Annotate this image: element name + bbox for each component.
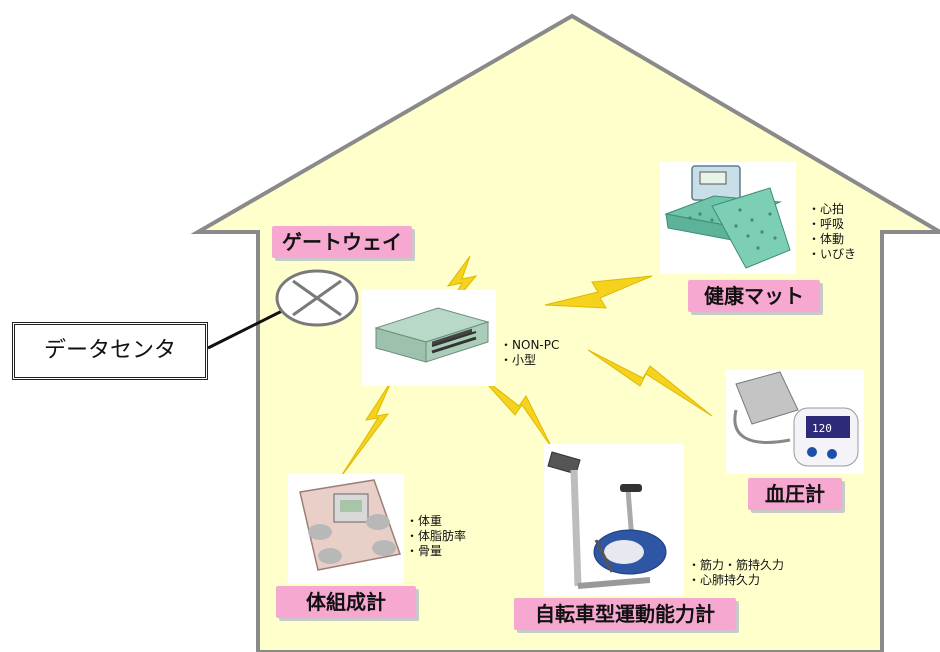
exercise-bike-label: 自転車型運動能力計 xyxy=(514,598,736,630)
exercise-bike-image xyxy=(544,444,684,596)
body-composition-scale-image xyxy=(288,474,404,584)
svg-text:120: 120 xyxy=(812,422,832,435)
blood-pressure-label: 血圧計 xyxy=(748,478,842,510)
feature-item: 体動 xyxy=(808,232,856,247)
body-composition-feature-list: 体重 体脂肪率 骨量 xyxy=(406,514,466,559)
feature-item: NON-PC xyxy=(500,338,559,353)
feature-item: 心肺持久力 xyxy=(688,573,784,588)
feature-item: 小型 xyxy=(500,353,559,368)
gateway-feature-list: NON-PC 小型 xyxy=(500,338,559,368)
feature-item: 心拍 xyxy=(808,202,856,217)
gateway-device-image xyxy=(362,290,496,386)
health-mat-label: 健康マット xyxy=(688,280,820,312)
feature-item: 体重 xyxy=(406,514,466,529)
feature-item: いびき xyxy=(808,247,856,262)
lightning-icon-mat xyxy=(544,275,653,309)
router-icon xyxy=(275,269,359,327)
health-mat-image xyxy=(660,162,796,274)
exercise-bike-feature-list: 筋力・筋持久力 心肺持久力 xyxy=(688,558,784,588)
feature-item: 体脂肪率 xyxy=(406,529,466,544)
datacenter-box: データセンタ xyxy=(12,322,208,380)
health-mat-feature-list: 心拍 呼吸 体動 いびき xyxy=(808,202,856,262)
lightning-icon-blood-pressure xyxy=(587,349,713,417)
feature-item: 呼吸 xyxy=(808,217,856,232)
feature-item: 骨量 xyxy=(406,544,466,559)
body-composition-label: 体組成計 xyxy=(276,586,416,618)
gateway-label: ゲートウェイ xyxy=(272,226,412,258)
blood-pressure-monitor-image: 120 xyxy=(726,370,864,474)
feature-item: 筋力・筋持久力 xyxy=(688,558,784,573)
